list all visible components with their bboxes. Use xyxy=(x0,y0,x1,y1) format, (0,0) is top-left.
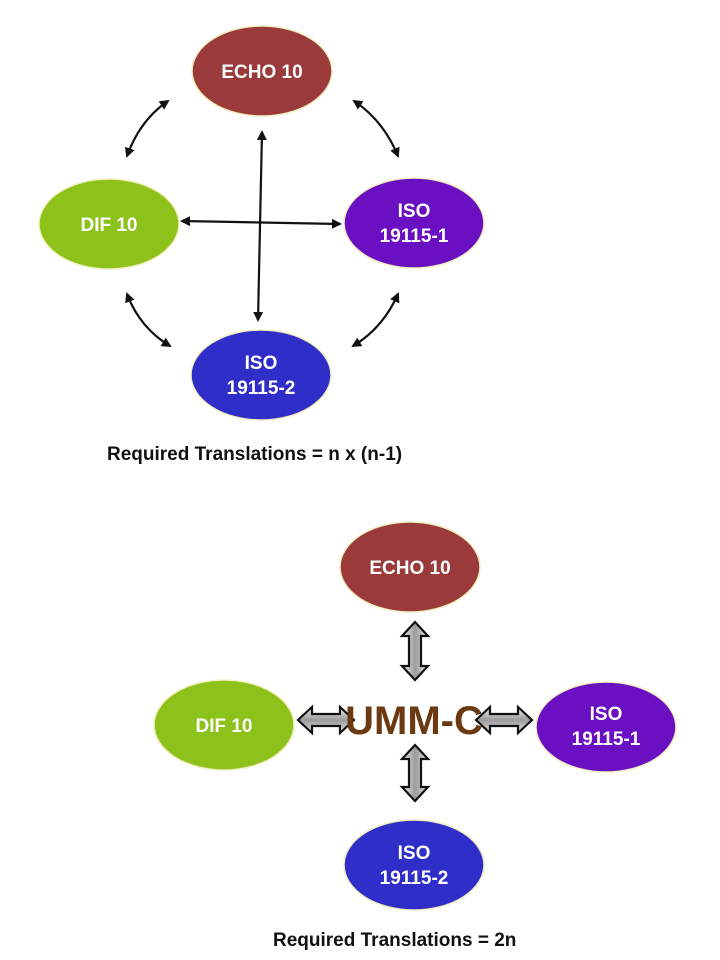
node-label: ECHO 10 xyxy=(221,62,302,83)
block-arrow-hub-dif xyxy=(296,704,356,736)
node-shape xyxy=(343,177,485,269)
top-caption: Required Translations = n x (n-1) xyxy=(107,444,402,465)
node-label-line1: ISO xyxy=(245,353,278,374)
node-iso-19115-2: ISO 19115-2 xyxy=(190,329,332,421)
node-label-line1: ISO xyxy=(590,704,623,725)
node-label-line2: 19115-1 xyxy=(380,226,449,247)
arrow-echo-iso2 xyxy=(253,130,267,322)
node-dif-10: DIF 10 xyxy=(153,679,295,771)
node-shape xyxy=(190,329,332,421)
arrow-echo-dif xyxy=(125,99,170,158)
block-arrow-hub-iso1 xyxy=(474,704,534,736)
node-iso-19115-1: ISO 19115-1 xyxy=(535,681,677,773)
node-shape xyxy=(38,178,180,270)
node-echo-10: ECHO 10 xyxy=(339,521,481,613)
node-label: ECHO 10 xyxy=(369,558,450,579)
node-label-line1: ISO xyxy=(398,201,431,222)
block-arrow-hub-echo xyxy=(399,620,431,682)
arrow-dif-iso2 xyxy=(125,292,172,348)
node-label: DIF 10 xyxy=(195,716,252,737)
node-shape xyxy=(339,521,481,613)
node-label-line2: 19115-2 xyxy=(380,868,449,889)
node-label-line2: 19115-1 xyxy=(572,729,641,750)
node-label-line1: ISO xyxy=(398,843,431,864)
arrow-dif-iso1 xyxy=(180,216,342,229)
arrow-echo-iso1 xyxy=(352,99,400,158)
node-label: DIF 10 xyxy=(80,215,137,236)
top-diagram: ECHO 10 DIF 10 ISO 19115-1 ISO 19115-2 R… xyxy=(38,25,485,465)
node-echo-10: ECHO 10 xyxy=(191,25,333,117)
arrow-iso1-iso2 xyxy=(351,292,400,348)
bottom-diagram: UMM-C ECHO 10 DIF 10 ISO 19115-1 ISO 191… xyxy=(153,521,677,951)
node-iso-19115-2: ISO 19115-2 xyxy=(343,819,485,911)
node-shape xyxy=(343,819,485,911)
node-iso-19115-1: ISO 19115-1 xyxy=(343,177,485,269)
node-label-line2: 19115-2 xyxy=(227,378,296,399)
node-shape xyxy=(191,25,333,117)
node-shape xyxy=(535,681,677,773)
node-shape xyxy=(153,679,295,771)
block-arrow-hub-iso2 xyxy=(399,743,431,803)
node-dif-10: DIF 10 xyxy=(38,178,180,270)
bottom-caption: Required Translations = 2n xyxy=(273,930,516,951)
hub-umm-c: UMM-C xyxy=(345,699,483,743)
